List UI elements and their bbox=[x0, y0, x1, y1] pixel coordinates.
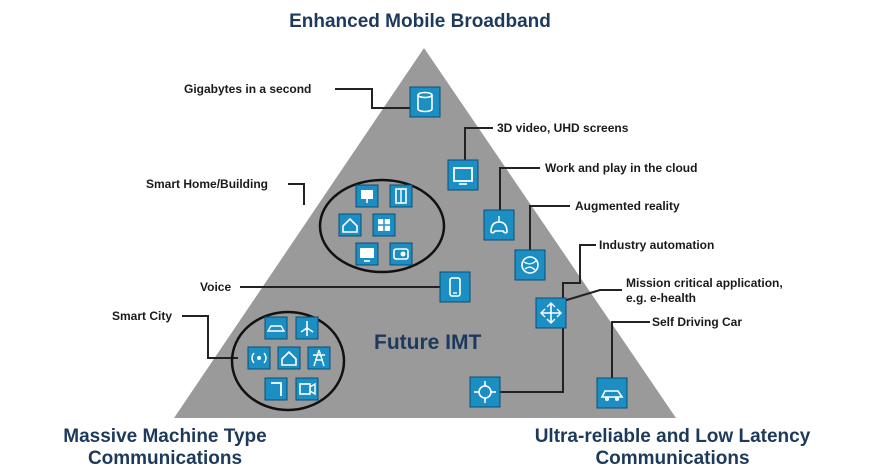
leader-cloud bbox=[499, 167, 540, 210]
camera-icon bbox=[389, 242, 413, 266]
meter-icon bbox=[264, 377, 288, 401]
callout-smart-home: Smart Home/Building bbox=[146, 177, 269, 191]
leader-smart-city bbox=[182, 315, 238, 359]
leader-self-driving bbox=[611, 321, 650, 380]
smart-city-cluster bbox=[230, 310, 346, 412]
callout-self-driving: Self Driving Car bbox=[652, 315, 743, 329]
robot-arm-icon bbox=[469, 376, 501, 408]
medical-cross-icon bbox=[535, 297, 567, 329]
phone-icon bbox=[439, 271, 471, 303]
power-pylon-icon bbox=[307, 346, 331, 370]
leader-gigabytes bbox=[335, 88, 410, 109]
screen-icon bbox=[355, 242, 379, 266]
bottom-left-title: Massive Machine Type Communications bbox=[20, 426, 310, 470]
callout-mission-critical: Mission critical application, e.g. e-hea… bbox=[626, 276, 783, 306]
leader-mission bbox=[559, 289, 622, 303]
leader-smart-home bbox=[288, 183, 305, 205]
leader-lines bbox=[182, 88, 650, 393]
leader-ar bbox=[529, 205, 570, 250]
callout-voice: Voice bbox=[200, 280, 232, 294]
callout-mission-line1: Mission critical application, bbox=[626, 276, 783, 290]
callout-industry: Industry automation bbox=[599, 238, 715, 252]
house-icon bbox=[338, 213, 362, 237]
bottom-right-title-line1: Ultra-reliable and Low Latency bbox=[534, 426, 811, 447]
leader-3d-video bbox=[464, 127, 493, 160]
leader-industry bbox=[500, 244, 596, 393]
gamepad-icon bbox=[483, 209, 515, 241]
bottom-right-title-line2: Communications bbox=[595, 448, 750, 469]
monitor-icon bbox=[355, 184, 379, 208]
center-label: Future IMT bbox=[374, 331, 482, 354]
bottom-left-title-line1: Massive Machine Type bbox=[63, 426, 267, 447]
callout-ar: Augmented reality bbox=[575, 199, 680, 213]
bottom-left-title-line2: Communications bbox=[87, 448, 243, 469]
callout-gigabytes: Gigabytes in a second bbox=[184, 82, 312, 96]
callout-smart-city: Smart City bbox=[112, 309, 173, 323]
top-title: Enhanced Mobile Broadband bbox=[289, 11, 551, 32]
city-car-icon bbox=[264, 316, 288, 340]
grid-panel-icon bbox=[372, 213, 396, 237]
video-camera-icon bbox=[295, 377, 319, 401]
city-house-icon bbox=[277, 346, 301, 370]
bottom-right-title: Ultra-reliable and Low Latency Communica… bbox=[495, 426, 850, 470]
windmill-icon bbox=[295, 316, 319, 340]
callout-mission-line2: e.g. e-health bbox=[626, 291, 697, 305]
globe-icon bbox=[514, 249, 546, 281]
tv-screen-icon bbox=[447, 159, 479, 191]
smart-home-cluster bbox=[318, 178, 446, 274]
callout-3d-video: 3D video, UHD screens bbox=[497, 121, 629, 135]
database-icon bbox=[409, 86, 441, 118]
door-icon bbox=[389, 184, 413, 208]
signal-icon bbox=[247, 346, 271, 370]
callout-cloud: Work and play in the cloud bbox=[545, 161, 698, 175]
car-icon bbox=[596, 377, 628, 409]
